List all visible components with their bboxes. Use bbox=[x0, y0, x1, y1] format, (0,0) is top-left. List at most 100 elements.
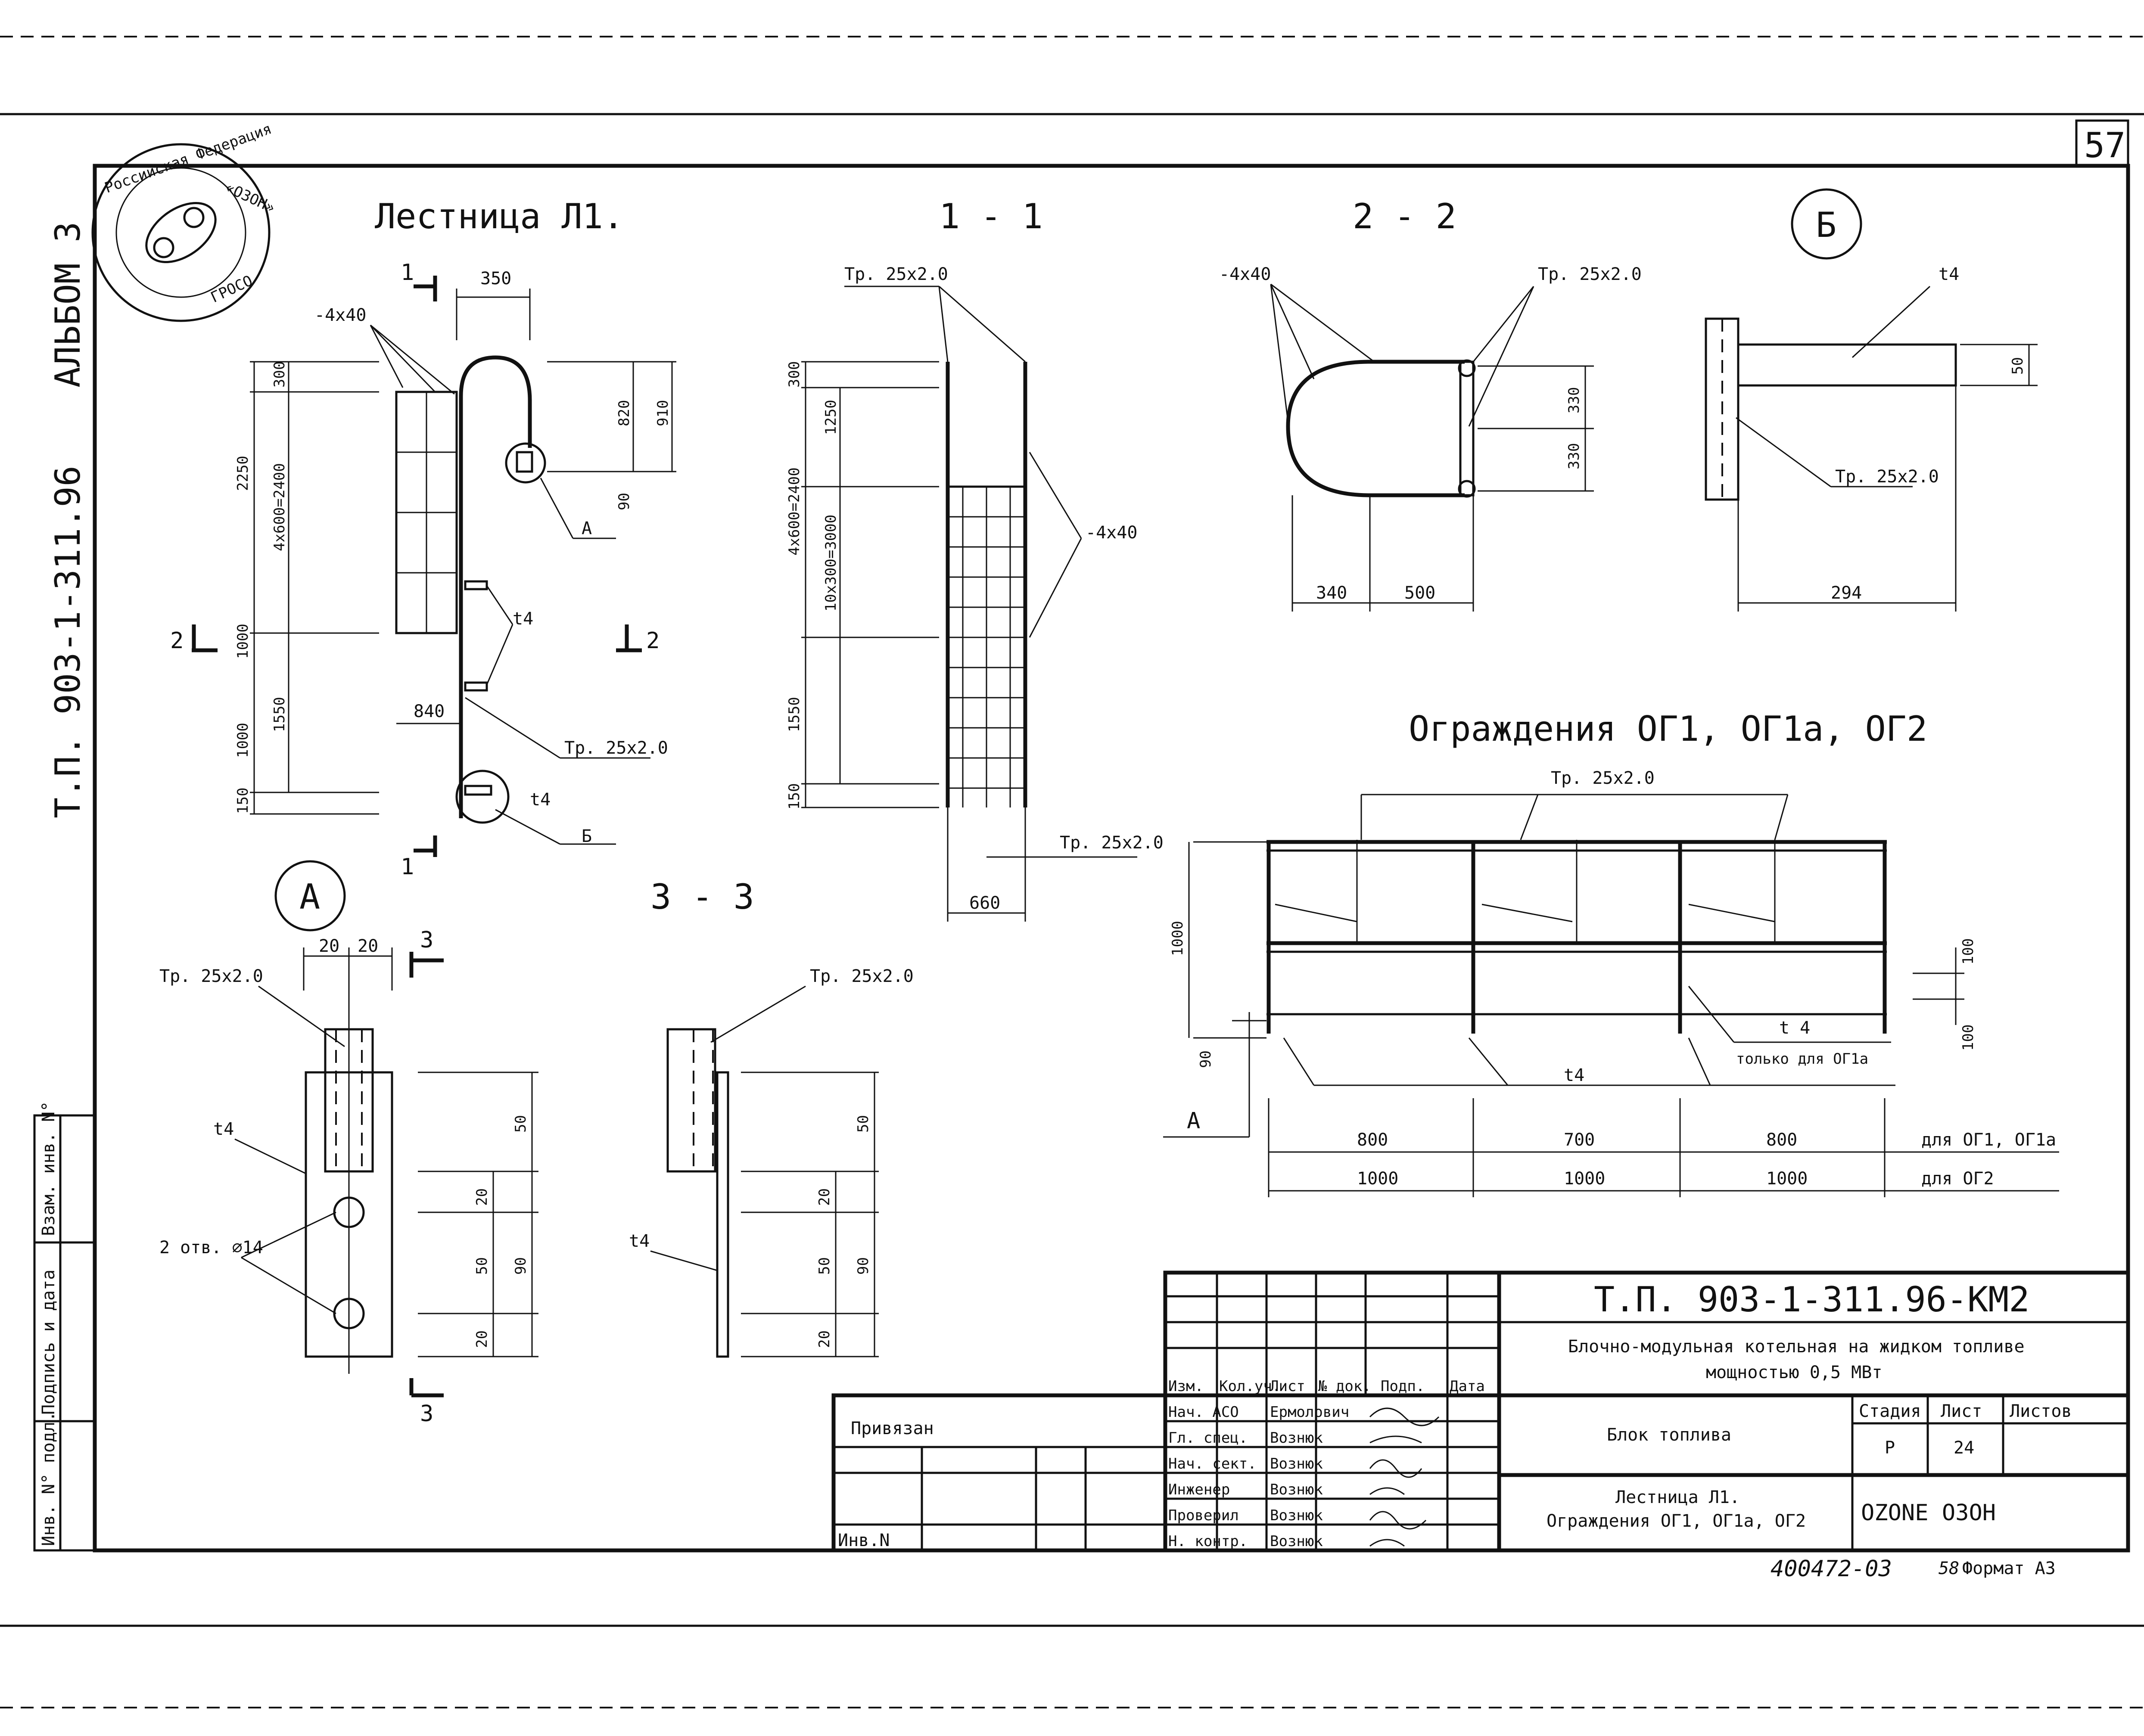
section-3-3-title: 3 - 3 bbox=[650, 877, 754, 917]
rungs bbox=[948, 487, 1025, 807]
svg-text:90: 90 bbox=[855, 1257, 872, 1275]
svg-text:50: 50 bbox=[512, 1115, 529, 1133]
svg-text:800: 800 bbox=[1357, 1130, 1388, 1150]
svg-text:«ОЗОН»: «ОЗОН» bbox=[222, 179, 277, 217]
svg-text:4x600=2400: 4x600=2400 bbox=[786, 467, 803, 556]
svg-text:А: А bbox=[582, 519, 592, 538]
svg-text:-4x40: -4x40 bbox=[314, 305, 366, 325]
section-2-2-title: 2 - 2 bbox=[1353, 196, 1456, 236]
view-b: Б t4 Тр. 25х2.0 50 294 bbox=[1705, 188, 2038, 612]
svg-text:150: 150 bbox=[234, 788, 252, 814]
svg-text:1000: 1000 bbox=[234, 723, 252, 758]
svg-text:Инв.N: Инв.N bbox=[838, 1531, 890, 1550]
svg-text:20: 20 bbox=[473, 1330, 491, 1348]
svg-text:1000: 1000 bbox=[1357, 1169, 1398, 1189]
svg-text:300: 300 bbox=[271, 361, 288, 388]
svg-text:Стадия: Стадия bbox=[1859, 1401, 1921, 1421]
svg-text:1550: 1550 bbox=[271, 697, 288, 732]
svg-text:t4: t4 bbox=[629, 1231, 650, 1251]
svg-text:910: 910 bbox=[654, 400, 672, 426]
side-stamp-inv: Инв. N° подл. bbox=[39, 1411, 59, 1546]
svg-text:Вознюк: Вознюк bbox=[1270, 1533, 1323, 1550]
project-code-vertical: Т.П. 903-1-311.96 bbox=[48, 466, 88, 818]
svg-text:330: 330 bbox=[1565, 387, 1583, 413]
svg-text:840: 840 bbox=[414, 702, 445, 721]
railings-og: Ограждения ОГ1, ОГ1а, ОГ2 Тр. 25x2.0 t 4… bbox=[1163, 709, 2059, 1197]
svg-text:Проверил: Проверил bbox=[1168, 1507, 1239, 1524]
svg-text:t4: t4 bbox=[1939, 264, 1959, 284]
svg-text:24: 24 bbox=[1954, 1438, 1974, 1458]
page-number: 57 bbox=[2084, 125, 2125, 165]
svg-text:t4: t4 bbox=[530, 790, 551, 810]
svg-text:820: 820 bbox=[616, 400, 633, 426]
svg-text:Тр. 25х2.0: Тр. 25х2.0 bbox=[1835, 467, 1939, 487]
side-stamp-signature: Подпись и дата bbox=[39, 1270, 59, 1415]
svg-text:50: 50 bbox=[473, 1257, 491, 1275]
svg-text:20: 20 bbox=[358, 936, 378, 956]
svg-text:Ермолович: Ермолович bbox=[1270, 1404, 1349, 1421]
svg-text:мощностью 0,5 МВт: мощностью 0,5 МВт bbox=[1706, 1363, 1882, 1382]
svg-text:1000: 1000 bbox=[1766, 1169, 1808, 1189]
svg-text:330: 330 bbox=[1565, 443, 1583, 469]
svg-text:№ док.: № док. bbox=[1318, 1378, 1371, 1395]
svg-text:500: 500 bbox=[1404, 583, 1435, 603]
svg-text:1250: 1250 bbox=[822, 400, 840, 435]
svg-text:50: 50 bbox=[855, 1115, 872, 1133]
svg-text:Лист: Лист bbox=[1270, 1378, 1305, 1395]
svg-text:Привязан: Привязан bbox=[851, 1419, 934, 1438]
view-b-label: Б bbox=[1816, 205, 1836, 245]
svg-text:2250: 2250 bbox=[234, 456, 252, 491]
svg-text:t 4: t 4 bbox=[1779, 1018, 1810, 1038]
svg-text:Н. контр.: Н. контр. bbox=[1168, 1533, 1248, 1550]
svg-text:Подп.: Подп. bbox=[1381, 1378, 1425, 1395]
svg-text:100: 100 bbox=[1960, 1025, 1977, 1051]
svg-text:только для ОГ1а: только для ОГ1а bbox=[1736, 1050, 1868, 1068]
svg-text:-4x40: -4x40 bbox=[1219, 264, 1271, 284]
svg-text:Формат А3: Формат А3 bbox=[1962, 1559, 2056, 1578]
svg-text:t4: t4 bbox=[513, 609, 533, 629]
svg-text:2: 2 bbox=[170, 628, 184, 654]
svg-text:2: 2 bbox=[646, 628, 660, 654]
svg-text:-4x40: -4x40 bbox=[1086, 523, 1137, 543]
view-a-label: А bbox=[299, 877, 320, 917]
svg-text:Блочно-модульная котельная на: Блочно-модульная котельная на жидком топ… bbox=[1568, 1337, 2025, 1357]
svg-text:90: 90 bbox=[512, 1257, 529, 1275]
svg-text:Тр. 25x2.0: Тр. 25x2.0 bbox=[1538, 264, 1642, 284]
svg-text:Лестница Л1.: Лестница Л1. bbox=[1615, 1488, 1740, 1507]
svg-text:3: 3 bbox=[420, 1401, 433, 1427]
svg-text:700: 700 bbox=[1564, 1130, 1595, 1150]
svg-text:1000: 1000 bbox=[1564, 1169, 1605, 1189]
svg-text:1: 1 bbox=[401, 854, 414, 880]
svg-text:Нач. АСО: Нач. АСО bbox=[1168, 1404, 1239, 1421]
svg-text:150: 150 bbox=[786, 783, 803, 810]
svg-text:340: 340 bbox=[1316, 583, 1347, 603]
svg-text:Блок топлива: Блок топлива bbox=[1607, 1425, 1731, 1445]
ladder-title: Лестница Л1. bbox=[375, 196, 624, 236]
svg-text:Российская Федерация: Российская Федерация bbox=[103, 120, 274, 197]
drawing-code: Т.П. 903-1-311.96-КМ2 bbox=[1594, 1279, 2029, 1320]
svg-text:20: 20 bbox=[319, 936, 339, 956]
side-stamp-replace: Взам. инв. N° bbox=[39, 1101, 59, 1236]
svg-text:для ОГ1, ОГ1а: для ОГ1, ОГ1а bbox=[1921, 1130, 2056, 1150]
section-2-2: 2 - 2 340 500 330 330 -4x40 Тр. 25x2.0 bbox=[1219, 196, 1642, 612]
svg-text:1000: 1000 bbox=[234, 624, 252, 659]
railing-title: Ограждения ОГ1, ОГ1а, ОГ2 bbox=[1409, 709, 1927, 749]
svg-text:20: 20 bbox=[473, 1188, 491, 1206]
svg-text:Тр. 25x2.0: Тр. 25x2.0 bbox=[1060, 833, 1164, 853]
svg-text:Листов: Листов bbox=[2010, 1401, 2072, 1421]
svg-text:Ограждения ОГ1, ОГ1а, ОГ2: Ограждения ОГ1, ОГ1а, ОГ2 bbox=[1547, 1511, 1806, 1531]
svg-text:350: 350 bbox=[480, 269, 511, 289]
section-3-3: 3 - 3 Тр. 25x2.0 t4 50 20 50 90 20 bbox=[629, 877, 914, 1358]
svg-text:58: 58 bbox=[1939, 1559, 1959, 1578]
svg-text:Р: Р bbox=[1885, 1438, 1895, 1458]
svg-text:t4: t4 bbox=[1564, 1065, 1584, 1085]
company-seal: Российская Федерация «ОЗОН» ГРОСО bbox=[91, 120, 278, 322]
title-block: Т.П. 903-1-311.96-КМ2 Блочно-модульная к… bbox=[831, 1270, 2130, 1582]
svg-text:90: 90 bbox=[1197, 1050, 1214, 1068]
ladder-l1-view: Лестница Л1. 1 1 2 2 -4x40 t4 Тр bbox=[170, 196, 676, 880]
svg-text:1000: 1000 bbox=[1169, 921, 1186, 956]
svg-text:Вознюк: Вознюк bbox=[1270, 1507, 1323, 1524]
svg-text:Тр. 25x2.0: Тр. 25x2.0 bbox=[159, 966, 263, 986]
svg-text:800: 800 bbox=[1766, 1130, 1797, 1150]
